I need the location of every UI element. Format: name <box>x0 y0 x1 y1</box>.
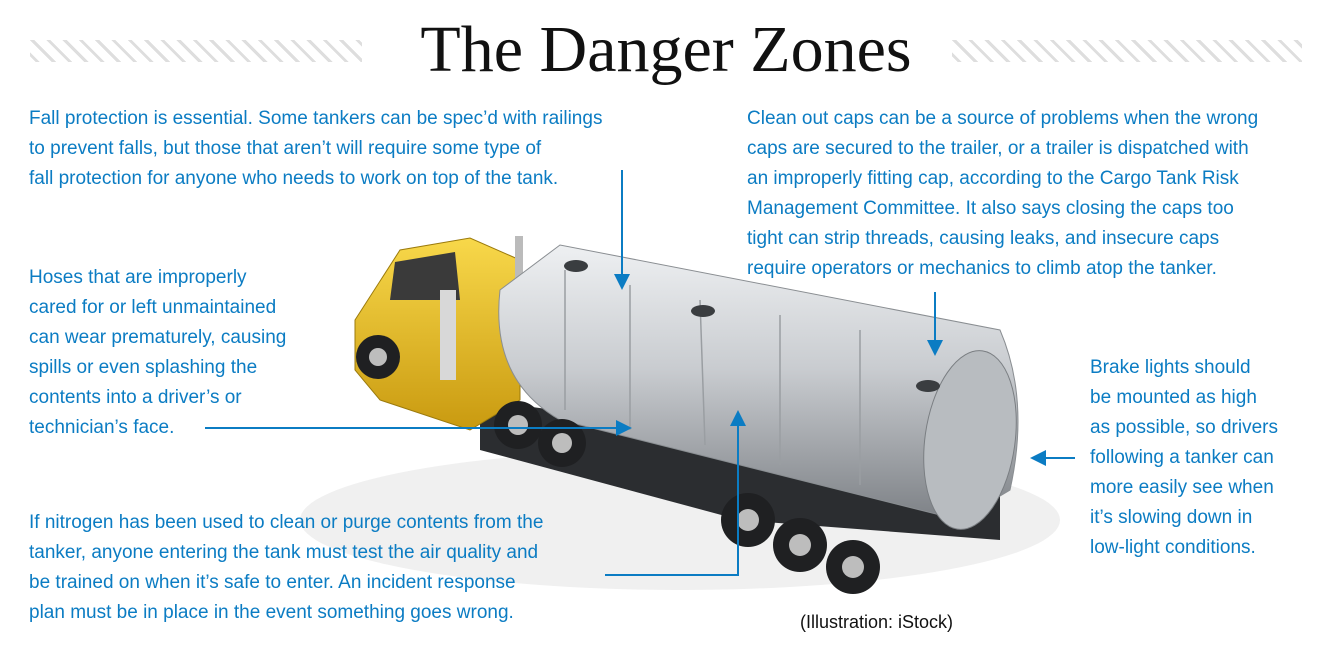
callout-fall-protection: Fall protection is essential. Some tanke… <box>29 104 602 194</box>
text-line: as possible, so drivers <box>1090 417 1278 438</box>
arrow-nitrogen <box>605 410 746 576</box>
callout-nitrogen: If nitrogen has been used to clean or pu… <box>29 508 543 628</box>
cleanout-cap <box>916 380 940 392</box>
text-line: plan must be in place in the event somet… <box>29 602 514 623</box>
text-line: it’s slowing down in <box>1090 507 1253 528</box>
text-line: If nitrogen has been used to clean or pu… <box>29 512 544 533</box>
text-line: low-light conditions. <box>1090 537 1256 558</box>
text-line: Clean out caps can be a source of proble… <box>747 108 1259 129</box>
decorative-hatch-right <box>952 40 1302 62</box>
text-line: to prevent falls, but those that aren’t … <box>29 138 542 159</box>
illustration-credit: (Illustration: iStock) <box>800 612 954 632</box>
text-line: following a tanker can <box>1090 447 1274 468</box>
callout-cleanout-caps: Clean out caps can be a source of proble… <box>747 104 1258 284</box>
text-line: be mounted as high <box>1090 387 1257 408</box>
trailer-chassis <box>480 400 1000 540</box>
page-title: The Danger Zones <box>0 10 1332 90</box>
text-line: Management Committee. It also says closi… <box>747 198 1234 219</box>
exhaust-stack <box>440 290 456 380</box>
text-line: fall protection for anyone who needs to … <box>29 168 559 189</box>
text-line: be trained on when it’s safe to enter. A… <box>29 572 516 593</box>
decorative-hatch-left <box>30 40 362 62</box>
truck-cab <box>354 236 523 431</box>
text-line: tanker, anyone entering the tank must te… <box>29 542 539 563</box>
tank <box>498 244 1019 530</box>
callout-brake-lights: Brake lights should be mounted as high a… <box>1090 353 1278 563</box>
text-line: caps are secured to the trailer, or a tr… <box>747 138 1249 159</box>
callout-hoses: Hoses that are improperly cared for or l… <box>29 263 286 443</box>
text-line: contents into a driver’s or <box>29 387 242 408</box>
text-line: Fall protection is essential. Some tanke… <box>29 108 603 129</box>
cleanout-cap <box>691 305 715 317</box>
text-line: an improperly fitting cap, according to … <box>747 168 1239 189</box>
text-line: tight can strip threads, causing leaks, … <box>747 228 1220 249</box>
text-line: spills or even splashing the <box>29 357 258 378</box>
text-line: require operators or mechanics to climb … <box>747 258 1217 279</box>
text-line: more easily see when <box>1090 477 1274 498</box>
cleanout-cap <box>564 260 588 272</box>
text-line: Brake lights should <box>1090 357 1251 378</box>
text-line: can wear prematurely, causing <box>29 327 287 348</box>
text-line: technician’s face. <box>29 417 175 438</box>
text-line: cared for or left unmaintained <box>29 297 277 318</box>
text-line: Hoses that are improperly <box>29 267 247 288</box>
title-text: The Danger Zones <box>416 13 916 86</box>
